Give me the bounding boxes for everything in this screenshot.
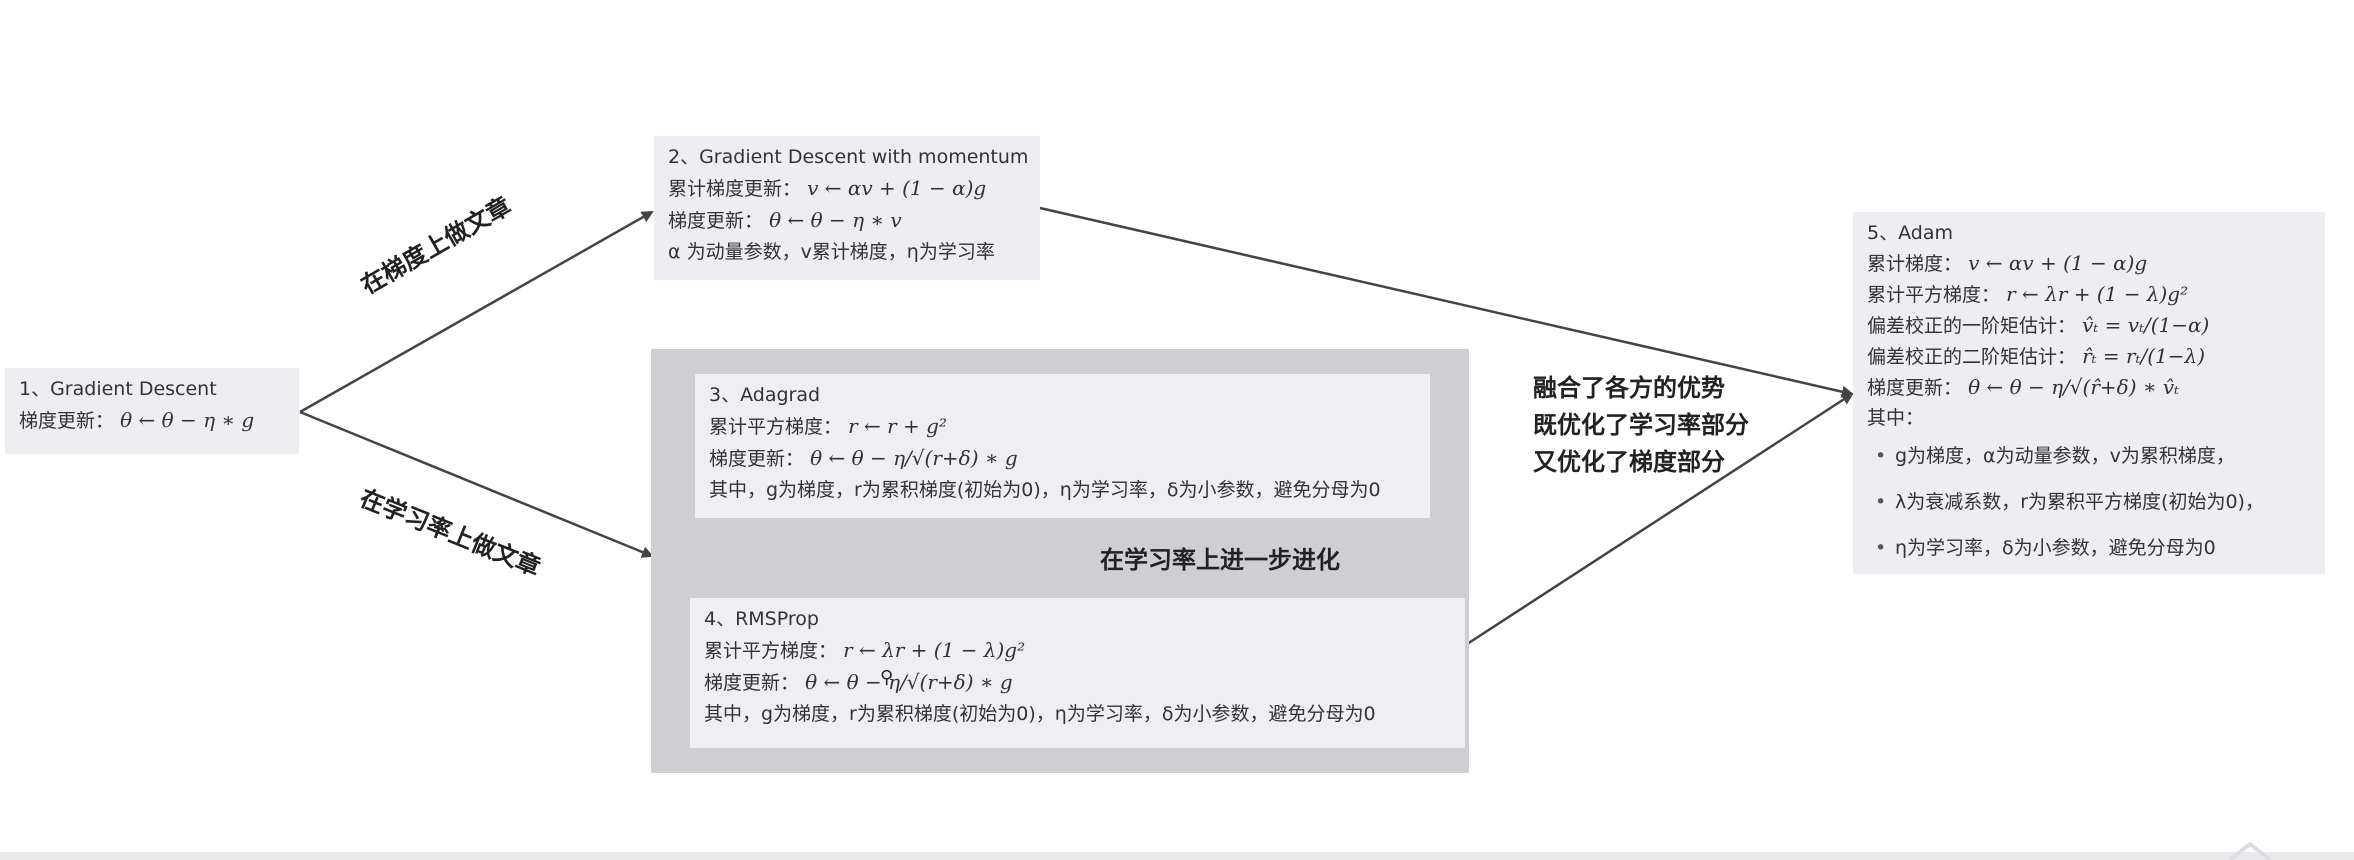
node-adagrad: 3、Adagrad 累计平方梯度： r ← r + g² 梯度更新： θ ← θ… (695, 374, 1430, 518)
node-line: 累计平方梯度： r ← r + g² (709, 411, 1416, 443)
line-math: r ← λr + (1 − λ)g² (843, 638, 1026, 662)
line-label: 累计平方梯度： (704, 640, 838, 662)
edge-label-evolution: 在学习率上进一步进化 (1100, 546, 1340, 574)
node-line: 偏差校正的二阶矩估计： r̂ₜ = rₜ/(1−λ) (1867, 341, 2311, 372)
bottom-strip (0, 852, 2354, 860)
node-rmsprop: 4、RMSProp 累计平方梯度： r ← λr + (1 − λ)g² 梯度更… (690, 598, 1465, 748)
node-gradient-descent: 1、Gradient Descent 梯度更新： θ ← θ − η ∗ g (5, 368, 299, 454)
node-line: 累计平方梯度： r ← λr + (1 − λ)g² (1867, 279, 2311, 310)
node-line: 偏差校正的一阶矩估计： v̂ₜ = vₜ/(1−α) (1867, 310, 2311, 341)
line-label: 累计平方梯度： (709, 416, 843, 438)
node-title: 3、Adagrad (709, 384, 821, 406)
node-line: 梯度更新： θ ← θ − η ∗ g (19, 405, 285, 437)
node-line: 梯度更新： θ ← θ − η ∗ v (668, 205, 1026, 237)
line-math: v̂ₜ = vₜ/(1−α) (2082, 313, 2210, 337)
node-line: 累计梯度： v ← αv + (1 − α)g (1867, 248, 2311, 279)
node-line: 累计梯度更新： v ← αv + (1 − α)g (668, 173, 1026, 205)
corner-watermark-icon (2228, 842, 2272, 860)
line-math: r ← λr + (1 − λ)g² (2006, 282, 2189, 306)
edge-label-merge-line3: 又优化了梯度部分 (1533, 448, 1725, 476)
node-adam: 5、Adam 累计梯度： v ← αv + (1 − α)g 累计平方梯度： r… (1853, 212, 2325, 574)
line-math: θ ← θ − η/√(r̂+δ) ∗ v̂ₜ (1968, 375, 2180, 399)
node-title: 2、Gradient Descent with momentum (668, 146, 1029, 168)
list-item: λ为衰减系数，r为累积平方梯度(初始为0)， (1875, 479, 2311, 525)
line-label: 偏差校正的二阶矩估计： (1867, 346, 2077, 368)
line-label: 累计梯度更新： (668, 178, 802, 200)
line-math: v ← αv + (1 − α)g (1968, 251, 2148, 275)
arrow-gd-to-adagrad-group (299, 410, 654, 558)
node-line: 累计平方梯度： r ← λr + (1 − λ)g² (704, 635, 1451, 667)
node-line: 其中，g为梯度，r为累积梯度(初始为0)，η为学习率，δ为小参数，避免分母为0 (709, 479, 1381, 501)
node-gradient-descent-momentum: 2、Gradient Descent with momentum 累计梯度更新：… (654, 136, 1040, 280)
edge-label-merge-line1: 融合了各方的优势 (1533, 374, 1725, 402)
node-line: 梯度更新： θ ← θ − η/√(r+δ) ∗ g (704, 667, 1451, 699)
line-label: 梯度更新： (709, 448, 805, 470)
line-label: 梯度更新： (668, 210, 764, 232)
node-title: 4、RMSProp (704, 608, 819, 630)
line-label: 梯度更新： (1867, 377, 1963, 399)
node-title: 1、Gradient Descent (19, 378, 217, 400)
line-math: θ ← θ − η ∗ g (120, 408, 255, 432)
line-label: 梯度更新： (704, 672, 800, 694)
list-item: g为梯度，α为动量参数，v为累积梯度， (1875, 433, 2311, 479)
line-label: 累计梯度： (1867, 253, 1963, 275)
line-math: r ← r + g² (848, 414, 947, 438)
line-math: θ ← θ − η ∗ v (769, 208, 902, 232)
line-label: 梯度更新： (19, 410, 115, 432)
node-line: 其中： (1867, 407, 1925, 429)
arrow-rmsprop-to-adam (1423, 392, 1854, 674)
line-label: 累计平方梯度： (1867, 284, 2001, 306)
node-line: α 为动量参数，v累计梯度，η为学习率 (668, 241, 995, 263)
edge-label-merge-line2: 既优化了学习率部分 (1533, 411, 1749, 439)
arrow-momentum-to-adam (1039, 206, 1854, 398)
node-line: 梯度更新： θ ← θ − η/√(r̂+δ) ∗ v̂ₜ (1867, 372, 2311, 403)
node-line: 其中，g为梯度，r为累积梯度(初始为0)，η为学习率，δ为小参数，避免分母为0 (704, 703, 1376, 725)
line-math: θ ← θ − η/√(r+δ) ∗ g (810, 446, 1018, 470)
node-title: 5、Adam (1867, 222, 1953, 244)
line-label: 偏差校正的一阶矩估计： (1867, 315, 2077, 337)
line-math: v ← αv + (1 − α)g (807, 176, 987, 200)
line-math: θ ← θ − η/√(r+δ) ∗ g (805, 670, 1013, 694)
adam-notes: g为梯度，α为动量参数，v为累积梯度， λ为衰减系数，r为累积平方梯度(初始为0… (1867, 433, 2311, 571)
magnifier-cursor-icon: ⚲ (880, 667, 894, 688)
list-item: η为学习率，δ为小参数，避免分母为0 (1875, 525, 2311, 571)
line-math: r̂ₜ = rₜ/(1−λ) (2082, 344, 2206, 368)
arrow-gd-to-momentum (299, 210, 654, 414)
node-line: 梯度更新： θ ← θ − η/√(r+δ) ∗ g (709, 443, 1416, 475)
